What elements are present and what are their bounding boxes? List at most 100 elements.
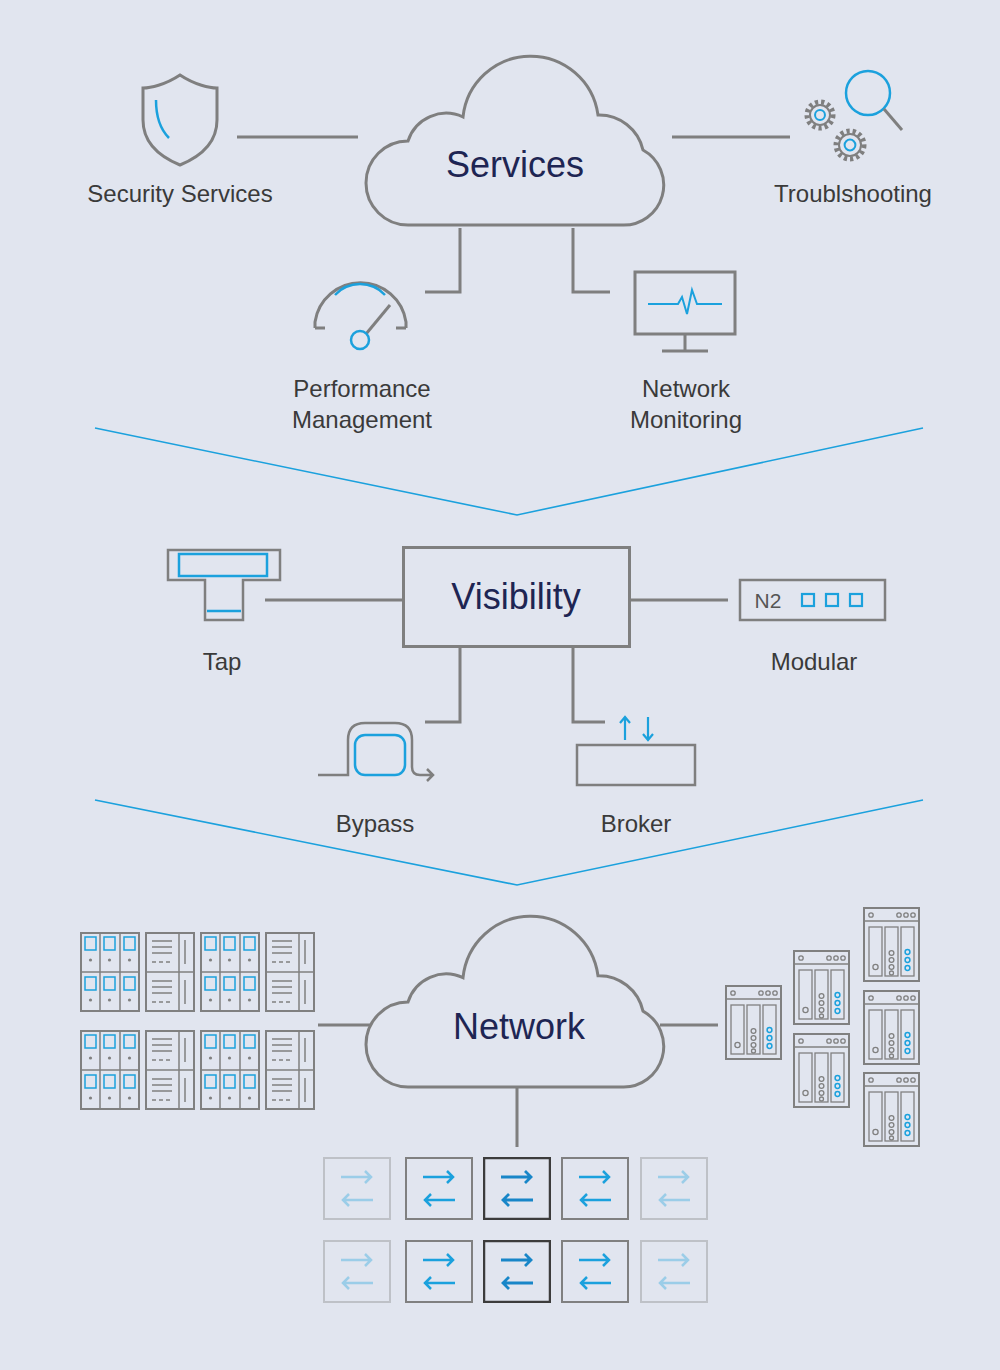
art-path (143, 75, 217, 165)
rack-cluster (726, 908, 919, 1146)
icon-label: Security Services (87, 178, 272, 209)
cloud-title: Services (446, 144, 584, 186)
modular-icon: N2Modular (728, 575, 895, 625)
network-cloud: Network (358, 915, 672, 1090)
server-unit (201, 933, 259, 1011)
art-path (318, 723, 433, 781)
art-path (335, 284, 385, 295)
connector-line (573, 648, 605, 722)
server-cluster (81, 933, 314, 1109)
art-circle (351, 331, 369, 349)
visibility-box: Visibility (402, 546, 631, 648)
rack-unit (864, 908, 919, 981)
connector-line (573, 228, 610, 292)
art-path (662, 334, 708, 351)
art-polygon (168, 550, 280, 620)
art-svg (295, 270, 425, 355)
art-svg (358, 55, 672, 228)
chevron-line (95, 428, 923, 515)
art-rect (355, 735, 405, 775)
security-icon: Security Services (123, 70, 237, 170)
icon-label: Performance Management (272, 373, 452, 435)
art-rect (404, 548, 630, 647)
art-path (315, 327, 406, 330)
tap-icon: Tap (165, 545, 265, 625)
chevron-line (95, 800, 923, 885)
icon-label: Modular (771, 646, 858, 677)
art-path (315, 283, 406, 328)
art-path (366, 305, 390, 334)
monitor-icon: Network Monitoring (610, 268, 760, 355)
switch-unit (484, 1158, 550, 1219)
art-path (366, 56, 664, 225)
art-rect (802, 594, 814, 606)
switch-unit (406, 1158, 472, 1219)
art-rect (179, 554, 267, 576)
art-circle (839, 134, 861, 156)
art-circle (836, 131, 864, 159)
art-rect (635, 272, 735, 334)
icon-label: Network Monitoring (596, 373, 776, 435)
switch-unit (562, 1158, 628, 1219)
device-code: N2 (755, 588, 782, 614)
connector-line (237, 136, 358, 139)
art-circle (807, 102, 833, 128)
switch-unit (406, 1241, 472, 1302)
art-path (207, 610, 241, 613)
art-svg (358, 915, 672, 1090)
server-unit (266, 933, 314, 1011)
art-rect (577, 745, 695, 785)
server-unit (146, 933, 194, 1011)
art-circle (815, 110, 825, 120)
gauge-icon: Performance Management (295, 270, 425, 355)
connector-line (425, 228, 460, 292)
icon-label: Broker (601, 808, 672, 839)
art-svg (165, 545, 265, 625)
art-circle (845, 140, 856, 151)
services-cloud: Services (358, 55, 672, 228)
rack-unit (794, 951, 849, 1024)
server-unit (81, 1031, 139, 1109)
switch-grid (324, 1158, 707, 1302)
server-unit (201, 1031, 259, 1109)
art-svg (790, 70, 910, 170)
box-title: Visibility (451, 576, 580, 618)
art-svg (605, 712, 700, 790)
rack-unit (864, 1073, 919, 1146)
troubleshooting-icon: Troublshooting (790, 70, 910, 170)
server-unit (81, 933, 139, 1011)
art-svg (123, 70, 237, 170)
art-rect (850, 594, 862, 606)
art-circle (810, 105, 830, 125)
art-rect (740, 580, 885, 620)
art-svg (610, 268, 760, 355)
rack-unit (864, 991, 919, 1064)
art-path (156, 100, 169, 138)
art-path (884, 109, 902, 130)
art-path (648, 290, 722, 314)
connector-line (265, 599, 402, 602)
connector-line (425, 648, 460, 722)
art-rect (826, 594, 838, 606)
connector-line (672, 136, 790, 139)
switch-unit (484, 1241, 550, 1302)
switch-unit (324, 1241, 390, 1302)
art-circle (846, 71, 890, 115)
switch-unit (324, 1158, 390, 1219)
art-path (620, 717, 653, 740)
switch-unit (641, 1241, 707, 1302)
server-unit (266, 1031, 314, 1109)
icon-label: Bypass (336, 808, 415, 839)
art-path (366, 916, 664, 1087)
cloud-title: Network (453, 1006, 585, 1048)
server-unit (146, 1031, 194, 1109)
bypass-icon: Bypass (315, 715, 425, 790)
icon-label: Troublshooting (774, 178, 932, 209)
icon-label: Tap (203, 646, 242, 677)
rack-unit (794, 1034, 849, 1107)
art-svg (728, 575, 895, 625)
switch-unit (562, 1241, 628, 1302)
rack-unit (726, 986, 781, 1059)
